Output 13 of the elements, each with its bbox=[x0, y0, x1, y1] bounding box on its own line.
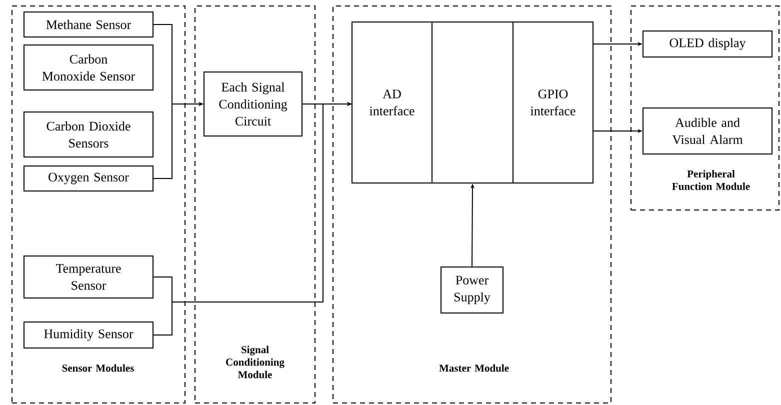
block-box: OLED display bbox=[642, 30, 772, 58]
block-box: Audible and Visual Alarm bbox=[642, 108, 772, 154]
block-box: Temperature Sensor bbox=[24, 256, 154, 298]
block-box: GPIO interface bbox=[512, 22, 594, 184]
block-box: Each Signal Conditioning Circuit bbox=[204, 72, 302, 136]
block-box: Carbon Monoxide Sensor bbox=[24, 44, 154, 90]
block-box: Humidity Sensor bbox=[24, 322, 154, 348]
block-box: Carbon Dioxide Sensors bbox=[24, 112, 154, 158]
block-box: AD interface bbox=[352, 22, 432, 184]
block-box: Power Supply bbox=[440, 266, 504, 314]
block-box: Oxygen Sensor bbox=[24, 166, 154, 192]
block-box: Methane Sensor bbox=[24, 12, 154, 38]
block-box bbox=[432, 22, 514, 184]
